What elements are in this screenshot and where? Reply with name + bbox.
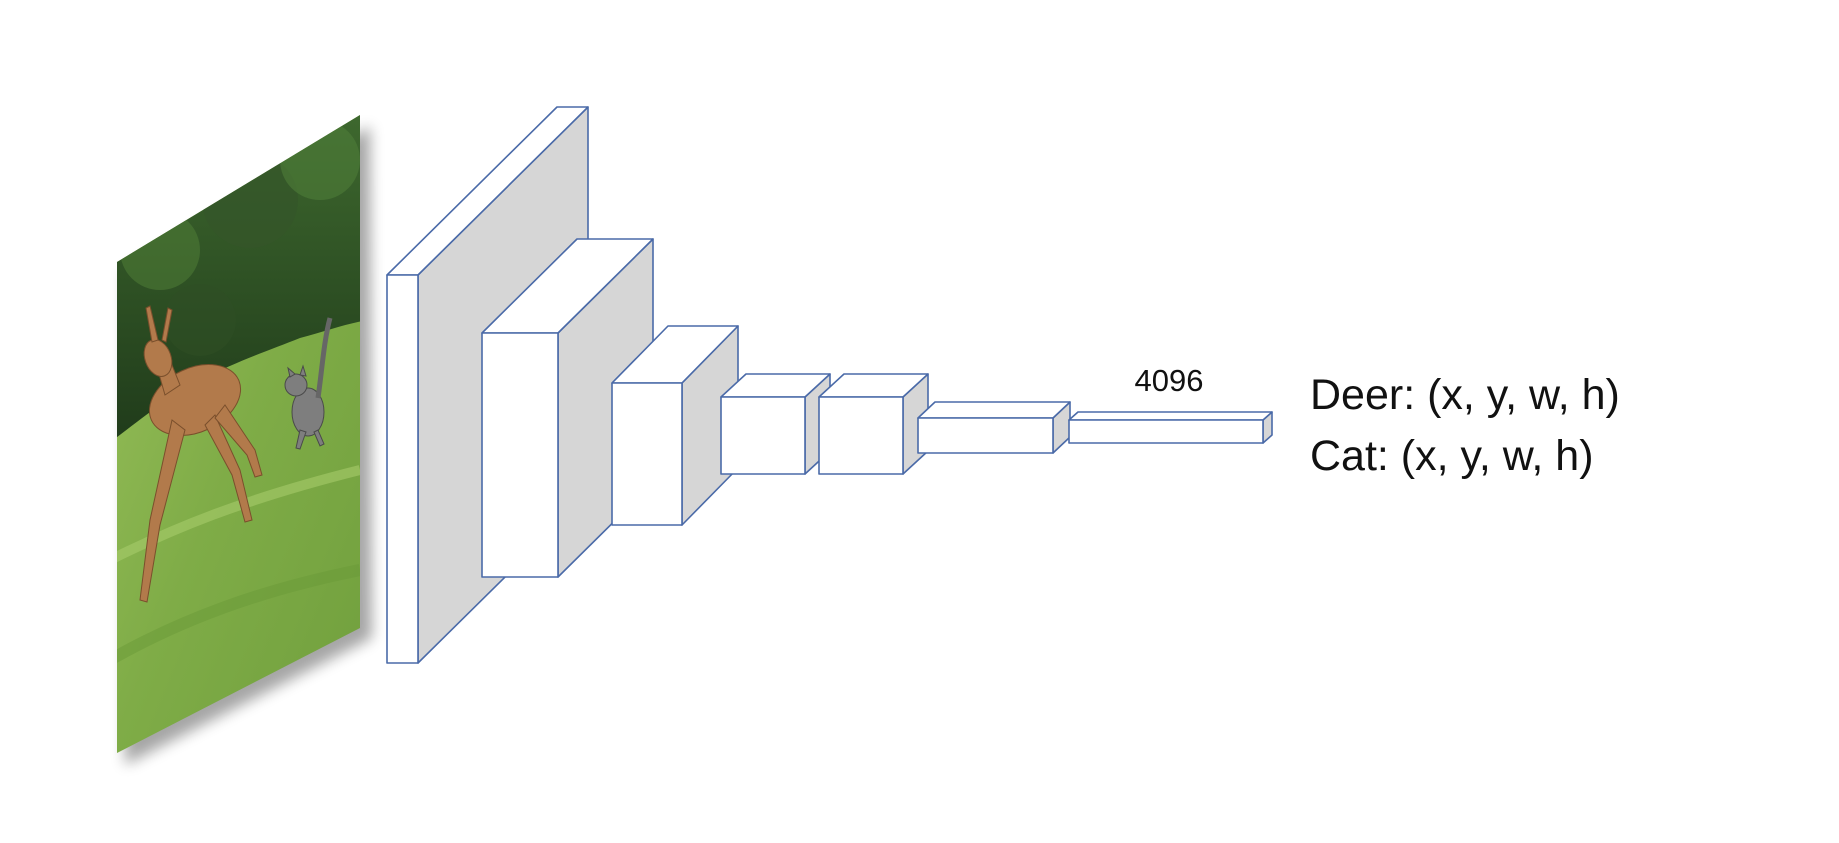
cnn-layer-7: [1069, 412, 1272, 443]
layer-front-face: [819, 397, 903, 474]
input-image: [100, 100, 380, 780]
layer-front-face: [918, 418, 1053, 453]
layer-front-face: [387, 275, 418, 663]
layer-front-face: [721, 397, 805, 474]
layer-front-face: [612, 383, 682, 525]
fc-size-label: 4096: [1135, 363, 1204, 398]
foliage-blob: [164, 284, 236, 356]
cnn-layer-4: [721, 374, 830, 474]
layer-top-face: [918, 402, 1070, 418]
layer-front-face: [482, 333, 558, 577]
foliage-blob: [120, 210, 200, 290]
cnn-layer-6: [918, 402, 1070, 453]
layer-top-face: [1069, 412, 1272, 420]
output-label-cat: Cat: (x, y, w, h): [1310, 432, 1594, 480]
foliage-blob: [280, 120, 360, 200]
cnn-layer-5: [819, 374, 928, 474]
output-label-deer: Deer: (x, y, w, h): [1310, 371, 1620, 419]
layer-front-face: [1069, 420, 1263, 443]
